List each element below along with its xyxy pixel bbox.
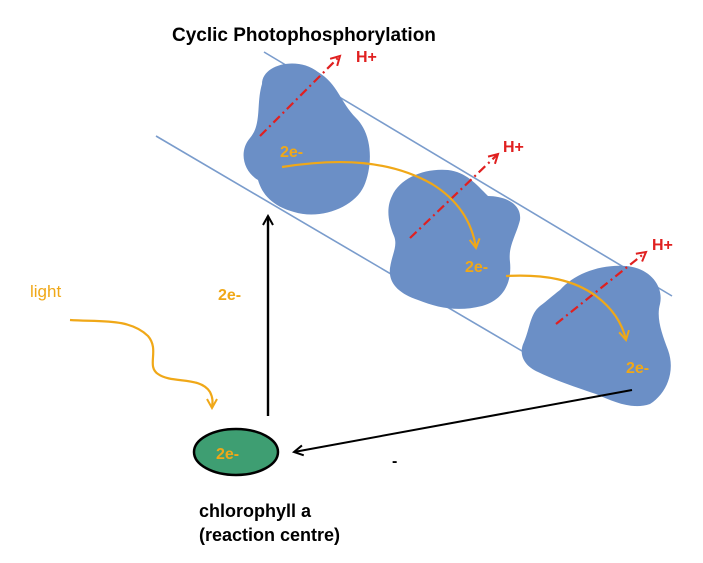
electron-carrier-1: [243, 63, 370, 215]
proton-arrow-3: [555, 252, 646, 325]
proton-label-3: H+: [652, 237, 673, 254]
proton-label-2: H+: [503, 139, 524, 156]
excitation-electrons-label: 2e-: [218, 287, 241, 304]
diagram-title: Cyclic Photophosphorylation: [172, 25, 436, 46]
electron-flow-arrow-1: [281, 161, 476, 248]
carrier-1-electrons: 2e-: [280, 144, 303, 161]
proton-arrow-2: [409, 154, 498, 239]
electron-carrier-2: [388, 169, 521, 309]
return-mark: -: [392, 453, 397, 470]
carrier-2-electrons: 2e-: [465, 259, 488, 276]
proton-label-1: H+: [356, 49, 377, 66]
light-label: light: [30, 282, 61, 301]
electron-flow-arrow-2: [505, 274, 626, 340]
carrier-3-electrons: 2e-: [626, 360, 649, 377]
chlorophyll-label: chlorophyll a: [199, 501, 312, 521]
reaction-centre-label: (reaction centre): [199, 525, 340, 545]
chlorophyll-a-ellipse: [192, 427, 280, 477]
light-arrow: [69, 318, 213, 408]
membrane-lower-line: [155, 135, 569, 379]
electron-carrier-3: [521, 265, 671, 407]
return-electron-arrow: [294, 389, 633, 452]
chlorophyll-electrons: 2e-: [216, 446, 239, 463]
